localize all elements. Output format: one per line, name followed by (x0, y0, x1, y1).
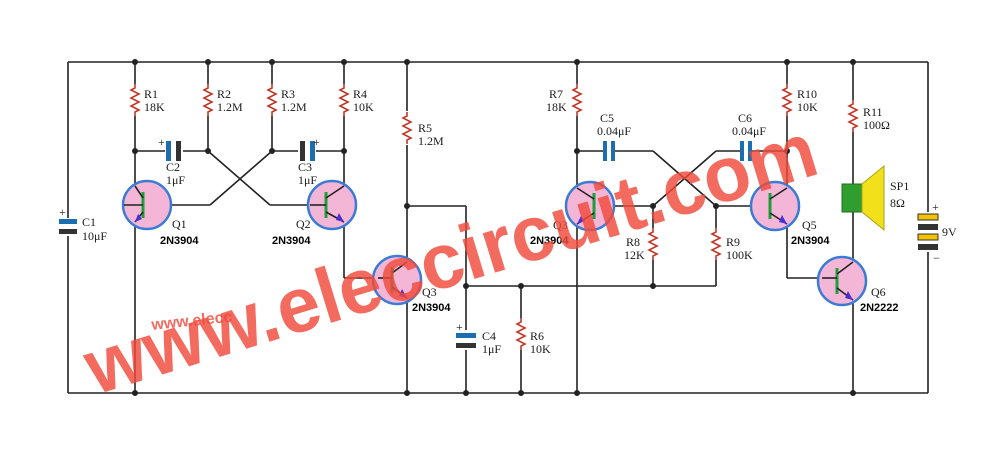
resistor-r5 (402, 111, 412, 145)
svg-text:+: + (313, 135, 320, 149)
label-r3-ref: R3 (281, 87, 295, 101)
capacitor-c4: + (456, 320, 476, 348)
resistor-r11 (848, 99, 858, 133)
label-c5-value: 0.04μF (597, 124, 631, 138)
label-q1-part: 2N3904 (160, 235, 199, 247)
capacitor-c3: + (300, 135, 320, 161)
label-r4-value: 10K (353, 100, 374, 114)
label-c1-ref: C1 (82, 215, 96, 229)
label-q3-left-ref: Q3 (422, 285, 437, 299)
resistor-r3 (267, 83, 277, 117)
resistor-r2 (203, 83, 213, 117)
transistor-q3-right (564, 180, 616, 232)
label-r11-value: 100Ω (863, 118, 890, 132)
speaker-sp1 (841, 164, 885, 232)
label-sp1-value: 8Ω (890, 196, 905, 210)
capacitor-c5 (603, 141, 615, 161)
label-q6-part: 2N2222 (860, 302, 899, 314)
label-r10-value: 10K (797, 100, 818, 114)
label-q6-ref: Q6 (871, 285, 886, 299)
label-r4-ref: R4 (353, 87, 367, 101)
label-r7-ref: R7 (549, 87, 563, 101)
label-r2-value: 1.2M (217, 100, 243, 114)
transistor-q1 (121, 179, 173, 231)
label-c1-value: 10μF (82, 229, 107, 243)
label-sp1-ref: SP1 (890, 179, 909, 193)
label-r6-value: 10K (530, 342, 551, 356)
resistor-r4 (339, 83, 349, 117)
label-c2-ref: C2 (166, 160, 180, 174)
label-q2-part: 2N3904 (272, 235, 311, 247)
label-c3-value: 1μF (298, 173, 317, 187)
junction-dots (132, 59, 856, 396)
resistor-r6 (516, 317, 526, 351)
label-r2-ref: R2 (217, 87, 231, 101)
label-q3-right-ref: Q3 (553, 218, 568, 232)
label-r1-ref: R1 (144, 87, 158, 101)
label-c4-ref: C4 (482, 329, 496, 343)
resistor-r1 (130, 83, 140, 117)
label-c2-value: 1μF (166, 173, 185, 187)
label-c4-value: 1μF (482, 342, 501, 356)
label-q5-ref: Q5 (802, 218, 817, 232)
resistor-r9 (711, 227, 721, 261)
resistor-r7 (572, 83, 582, 117)
capacitor-c1: + (59, 205, 77, 234)
label-c5-ref: C5 (600, 111, 614, 125)
label-r8-ref: R8 (626, 235, 640, 249)
label-c3-ref: C3 (298, 160, 312, 174)
label-r6-ref: R6 (530, 329, 544, 343)
svg-text:−: − (933, 251, 940, 265)
label-c6-ref: C6 (738, 111, 752, 125)
label-r1-value: 18K (144, 100, 165, 114)
label-r3-value: 1.2M (281, 100, 307, 114)
label-r9-ref: R9 (726, 235, 740, 249)
label-r8-value: 12K (624, 248, 645, 262)
svg-text:+: + (59, 205, 66, 219)
component-labels: R1 18K R2 1.2M R3 1.2M R4 10K R5 1.2M R6… (82, 87, 957, 356)
svg-text:+: + (158, 135, 165, 149)
label-q1-ref: Q1 (172, 217, 187, 231)
battery-9v: + − (917, 200, 940, 265)
transistor-q3-left (371, 254, 423, 306)
capacitor-c6 (740, 141, 752, 161)
label-r11-ref: R11 (863, 105, 883, 119)
label-r5-ref: R5 (418, 121, 432, 135)
label-q2-ref: Q2 (296, 217, 311, 231)
label-r9-value: 100K (726, 248, 753, 262)
transistor-q5 (749, 180, 801, 232)
capacitor-c2: + (158, 135, 181, 161)
label-q3-left-part: 2N3904 (412, 302, 451, 314)
label-battery-value: 9V (942, 225, 957, 239)
label-q5-part: 2N3904 (791, 235, 830, 247)
label-r5-value: 1.2M (418, 134, 444, 148)
svg-text:+: + (456, 320, 463, 334)
transistor-q6 (816, 255, 868, 307)
transistor-q2 (306, 179, 358, 231)
label-q3-right-part: 2N3904 (530, 235, 569, 247)
svg-text:+: + (932, 200, 939, 214)
label-r7-value: 18K (546, 100, 567, 114)
label-r10-ref: R10 (797, 87, 817, 101)
label-c6-value: 0.04μF (732, 124, 766, 138)
